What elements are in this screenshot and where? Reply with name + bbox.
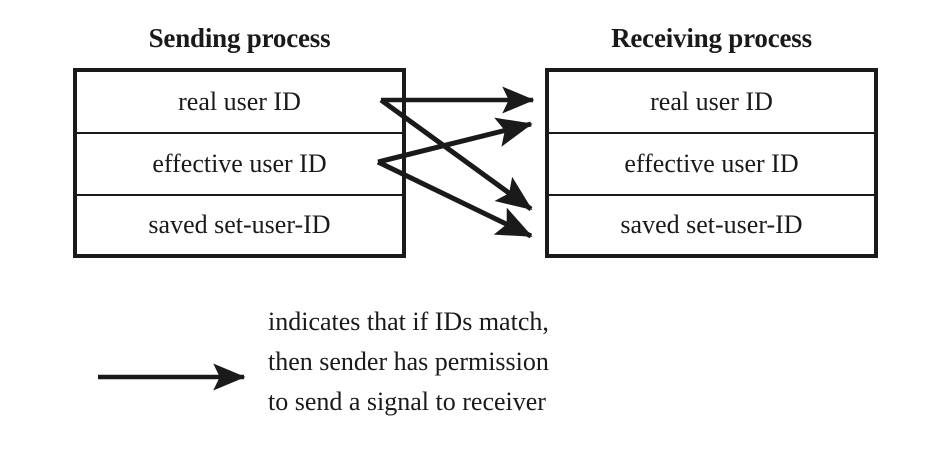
sending-row-real-user-id: real user ID	[77, 72, 402, 134]
legend: indicates that if IDs match, then sender…	[0, 296, 946, 446]
sending-process-title: Sending process	[148, 23, 331, 53]
legend-line-2: then sender has permission	[268, 347, 549, 376]
receiving-row-real-user-id: real user ID	[549, 72, 874, 134]
receiving-process-title: Receiving process	[611, 23, 812, 53]
sending-row-saved-set-user-id: saved set-user-ID	[148, 210, 331, 239]
arrow-right-icon	[98, 363, 246, 391]
legend-line-3: to send a signal to receiver	[268, 387, 546, 416]
receiving-row-effective-user-id: effective user ID	[549, 134, 874, 196]
sending-process-box: real user ID effective user ID saved set…	[73, 68, 406, 258]
legend-text-block: indicates that if IDs match, then sender…	[268, 302, 788, 422]
receiving-row-saved-set-user-id: saved set-user-ID	[620, 210, 803, 239]
receiving-process-box: real user ID effective user ID saved set…	[545, 68, 878, 258]
sending-row-effective-user-id: effective user ID	[77, 134, 402, 196]
legend-line-1: indicates that if IDs match,	[268, 307, 549, 336]
